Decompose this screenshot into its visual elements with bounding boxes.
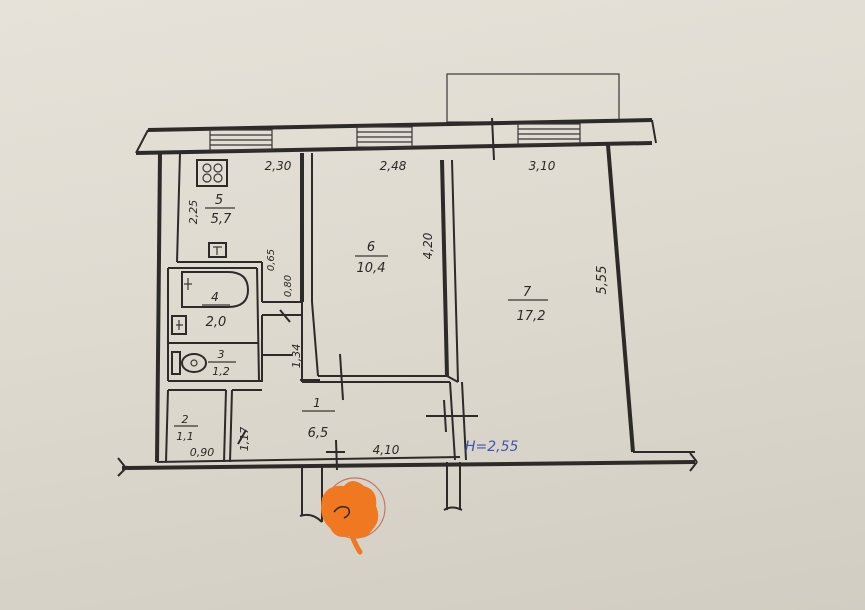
svg-text:1,2: 1,2 [212,365,230,378]
outer-right-wall [606,144,635,453]
room-2-label: 2 1,1 [174,413,198,443]
interior-walls [165,153,478,471]
svg-text:10,4: 10,4 [357,261,386,276]
dim-top-left: 2,30 [265,159,292,173]
svg-text:3: 3 [218,348,225,361]
dim-toilet-width: 0,90 [190,446,215,459]
svg-text:5,7: 5,7 [211,212,232,227]
dim-top-right: 3,10 [529,159,556,173]
window-right [517,123,581,145]
svg-text:1: 1 [313,396,321,410]
ceiling-height-label: H=2,55 [465,439,519,455]
outer-bottom-wall [117,452,698,477]
dim-corridor-height: 1,34 [290,344,303,369]
sink-icon [196,159,228,187]
dim-room6-height: 4,20 [421,232,435,259]
room-5-label: 5 5,7 [205,193,235,227]
bath-sink-icon [171,315,187,335]
stove-icon [208,242,227,258]
dim-niche-width: 0,80 [283,275,294,297]
window-left [209,129,273,151]
dim-hall-side: 1,17 [238,427,251,452]
svg-text:7: 7 [523,285,532,300]
svg-text:2,0: 2,0 [206,315,227,330]
outer-left-wall [155,152,181,463]
dim-room7-height: 5,55 [595,266,610,295]
svg-text:6,5: 6,5 [308,426,329,441]
svg-text:5: 5 [215,193,223,208]
room-7-label: 7 17,2 [508,285,548,324]
svg-text:1,1: 1,1 [176,430,194,443]
svg-text:4: 4 [211,290,219,304]
room-4-label: 4 2,0 [202,290,230,330]
dim-niche-height: 0,65 [266,249,277,271]
room-3-label: 3 1,2 [208,348,236,378]
dim-hall-width: 4,10 [373,443,400,457]
entrance-stubs [299,462,463,523]
balcony-door-mark [491,117,495,161]
svg-text:6: 6 [367,240,375,255]
dim-left-height: 2,25 [187,200,200,225]
outer-top-wall [135,118,657,155]
svg-text:2: 2 [182,413,189,426]
toilet-icon [171,351,207,375]
room-1-label: 1 6,5 [302,396,335,441]
room-6-label: 6 10,4 [355,240,388,276]
window-mid [356,126,413,148]
svg-text:17,2: 17,2 [517,309,546,324]
dim-top-mid: 2,48 [380,159,407,173]
orange-stamp [321,477,386,555]
balcony-outline [446,73,620,123]
bathtub-icon [181,271,250,308]
